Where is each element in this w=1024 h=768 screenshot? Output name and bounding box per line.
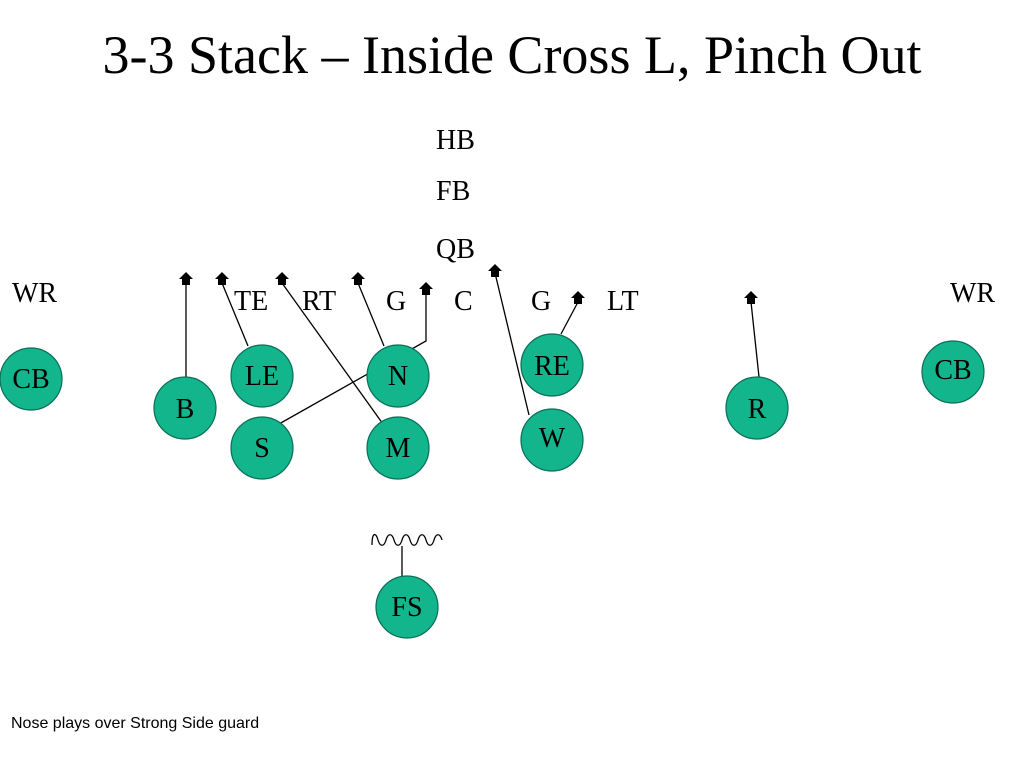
offense-g-left-label: G <box>386 286 406 317</box>
player-w[interactable] <box>520 408 584 472</box>
player-cb-right-label: CB <box>934 355 971 386</box>
offense-c-label: C <box>454 286 473 317</box>
w-arrow-icon <box>488 264 502 277</box>
offense-hb-label: HB <box>436 125 475 156</box>
offense-g-right-label: G <box>531 286 551 317</box>
n-arrow-icon <box>351 272 365 285</box>
s-cross-line <box>278 290 427 425</box>
player-le[interactable] <box>230 344 294 408</box>
player-r[interactable] <box>725 376 789 440</box>
footnote: Nose plays over Strong Side guard <box>11 715 260 732</box>
slide-title: 3-3 Stack – Inside Cross L, Pinch Out <box>102 25 922 85</box>
player-fs[interactable] <box>375 575 439 639</box>
offense-wr-left-label: WR <box>12 278 57 309</box>
offense-wr-right-label: WR <box>950 278 995 309</box>
s-arrow-icon <box>419 282 433 295</box>
player-m[interactable] <box>366 416 430 480</box>
m-cross-line <box>281 282 384 425</box>
player-cb-left-label: CB <box>12 364 49 395</box>
player-n[interactable] <box>366 344 430 408</box>
player-s-label: S <box>254 433 270 464</box>
offense-te-label: TE <box>234 286 268 317</box>
b-arrow-icon <box>179 272 193 285</box>
re-route-line <box>560 301 579 335</box>
re-arrow-icon <box>571 291 585 304</box>
le-route-line <box>221 282 249 347</box>
player-cb-left[interactable] <box>0 347 63 411</box>
offense-lt-label: LT <box>607 286 639 317</box>
w-route-line <box>494 272 530 416</box>
player-b-label: B <box>176 394 195 425</box>
arrow-heads <box>179 264 758 304</box>
offense-qb-label: QB <box>436 234 475 265</box>
m-arrow-icon <box>275 272 289 285</box>
player-b[interactable] <box>153 376 217 440</box>
player-w-label: W <box>539 423 566 454</box>
n-route-line <box>357 282 385 347</box>
r-route-line <box>750 301 760 378</box>
offense-fb-label: FB <box>436 176 470 207</box>
player-r-label: R <box>748 394 767 425</box>
offense-rt-label: RT <box>302 286 336 317</box>
le-arrow-icon <box>215 272 229 285</box>
player-fs-label: FS <box>391 592 422 623</box>
player-le-label: LE <box>245 361 279 392</box>
player-n-label: N <box>388 361 408 392</box>
player-cb-right[interactable] <box>921 340 985 404</box>
player-re[interactable] <box>520 333 584 397</box>
r-arrow-icon <box>744 291 758 304</box>
assignment-lines <box>185 272 760 576</box>
player-m-label: M <box>386 433 411 464</box>
player-re-label: RE <box>534 351 570 382</box>
player-s[interactable] <box>230 416 294 480</box>
fs-zone-squiggle <box>371 533 443 546</box>
defense-players <box>0 333 985 639</box>
